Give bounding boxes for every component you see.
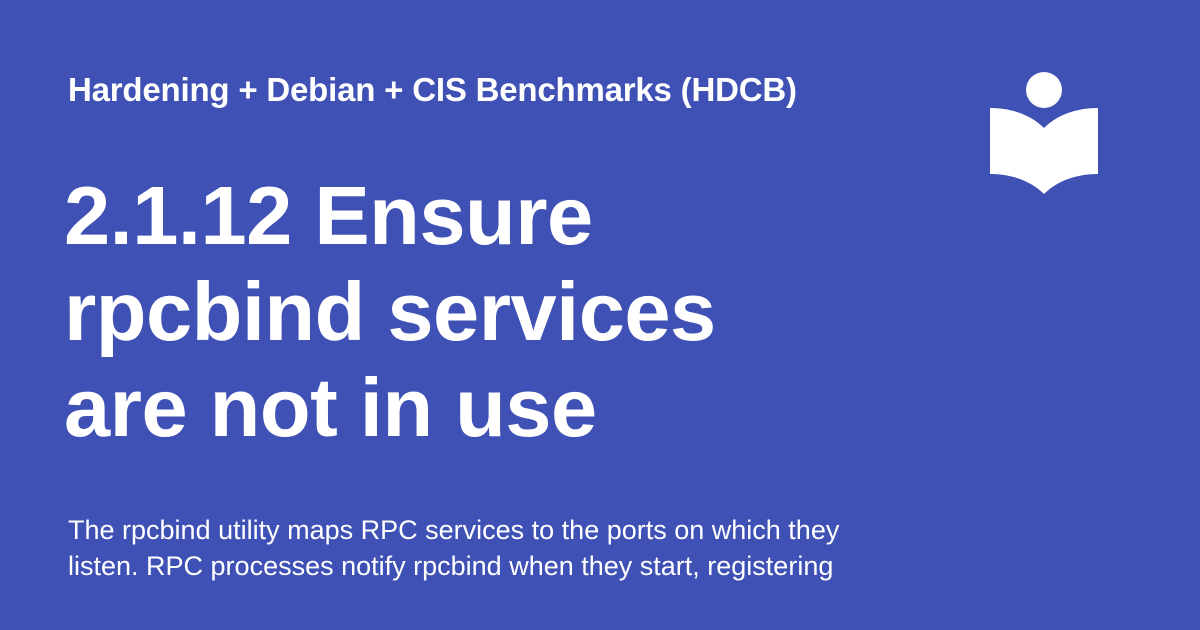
description-line: listen. RPC processes notify rpcbind whe… bbox=[68, 551, 834, 581]
description-line: The rpcbind utility maps RPC services to… bbox=[68, 515, 840, 545]
reader-book-icon bbox=[990, 72, 1098, 194]
page-title: 2.1.12 Ensure rpcbind services are not i… bbox=[64, 168, 884, 456]
title-line: 2.1.12 Ensure bbox=[64, 169, 593, 262]
title-line: rpcbind services bbox=[64, 265, 716, 358]
series-title: Hardening + Debian + CIS Benchmarks (HDC… bbox=[68, 71, 797, 108]
title-line: are not in use bbox=[64, 361, 597, 454]
description: The rpcbind utility maps RPC services to… bbox=[68, 512, 898, 584]
